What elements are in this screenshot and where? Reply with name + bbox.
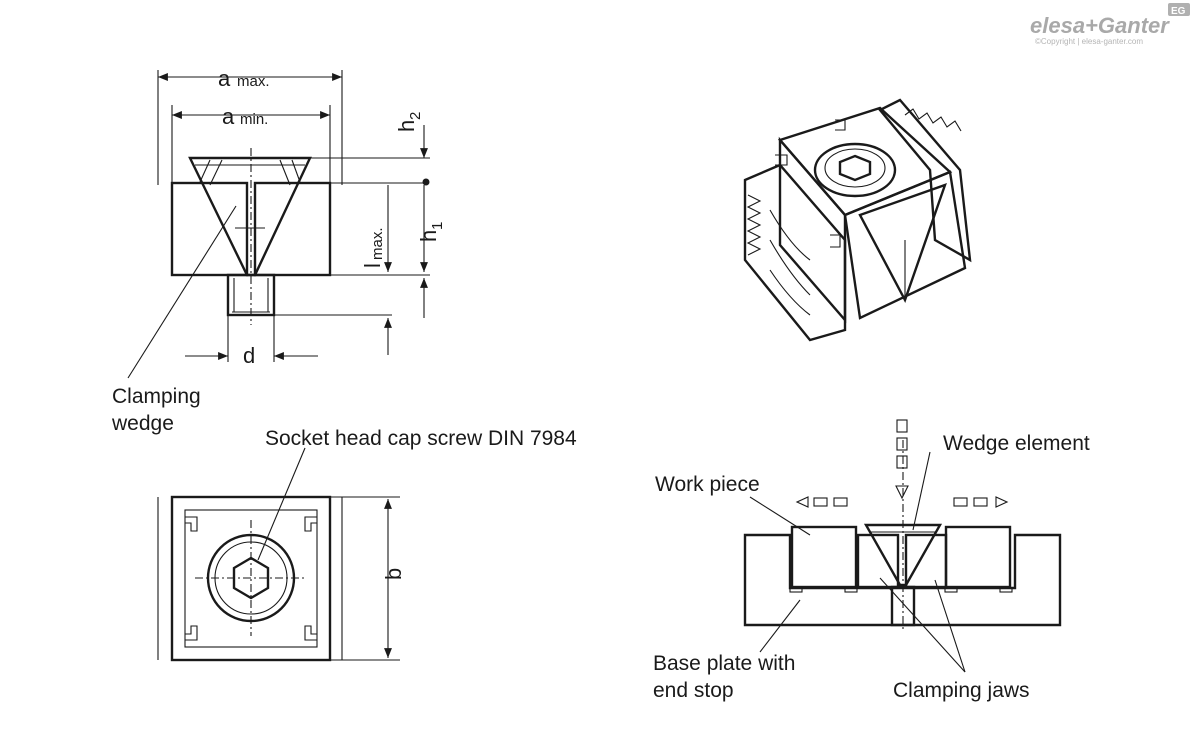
hex-socket	[232, 556, 270, 600]
l-max-sub: max.	[369, 227, 386, 260]
b-label: b	[381, 568, 406, 580]
section-view-labels: Wedge element Work piece Base plate with…	[653, 432, 1090, 702]
iso-right-jaw	[878, 98, 972, 263]
h2-label: h	[394, 120, 419, 132]
socket-screw-leader	[257, 447, 306, 561]
work-piece-leader	[749, 496, 811, 536]
brand-badge-box	[1168, 3, 1190, 16]
a-max-sub: max.	[237, 73, 270, 90]
section-wedge	[863, 523, 943, 587]
clamping-jaws-leader-1	[934, 579, 966, 673]
wedge-element-label: Wedge element	[943, 432, 1090, 455]
iso-screw-head	[813, 142, 897, 198]
front-view-labels: a max. a min. h 2 h 1 l max. d Clamping …	[111, 66, 446, 435]
clamping-wedge-label-2: wedge	[111, 412, 174, 435]
isometric-view	[743, 98, 972, 342]
base-plate-label-1: Base plate with	[653, 652, 795, 675]
iso-top-face	[777, 106, 953, 217]
brand-logo: elesa+Ganter EG ©Copyright | elesa-gante…	[1030, 3, 1190, 46]
section-view	[743, 419, 1062, 673]
d-label: d	[243, 343, 255, 368]
clamping-jaws-leader-2	[879, 577, 966, 673]
brand-badge: EG	[1171, 6, 1186, 17]
brand-name: elesa+Ganter	[1030, 13, 1170, 38]
a-max-label: a	[218, 66, 231, 91]
brand-copyright: ©Copyright | elesa-ganter.com	[1035, 37, 1143, 46]
top-view-labels: b Socket head cap screw DIN 7984	[265, 427, 577, 580]
clamping-wedge	[188, 156, 312, 277]
base-plate-leader	[759, 599, 801, 653]
wedge-element-leader	[912, 451, 931, 531]
body-outline	[170, 495, 332, 662]
l-max-label: l	[360, 263, 385, 268]
h1-label: h	[416, 230, 441, 242]
clamping-wedge-leader	[127, 205, 237, 379]
base-plate-label-2: end stop	[653, 679, 734, 702]
work-piece-label: Work piece	[655, 473, 760, 496]
clamping-wedge-label-1: Clamping	[112, 385, 201, 408]
work-piece-left	[790, 525, 858, 589]
front-view	[127, 70, 430, 379]
top-view	[157, 447, 400, 662]
clamping-jaws-label: Clamping jaws	[893, 679, 1030, 702]
a-min-sub: min.	[240, 111, 268, 128]
h2-sub: 2	[407, 112, 424, 120]
base-plate	[743, 533, 1062, 627]
work-piece-right	[944, 525, 1012, 589]
left-jaw	[170, 181, 249, 277]
socket-screw-label: Socket head cap screw DIN 7984	[265, 427, 577, 450]
h1-sub: 1	[429, 222, 446, 230]
a-min-label: a	[222, 104, 235, 129]
right-jaw	[253, 181, 332, 277]
screw-thread	[226, 273, 276, 317]
